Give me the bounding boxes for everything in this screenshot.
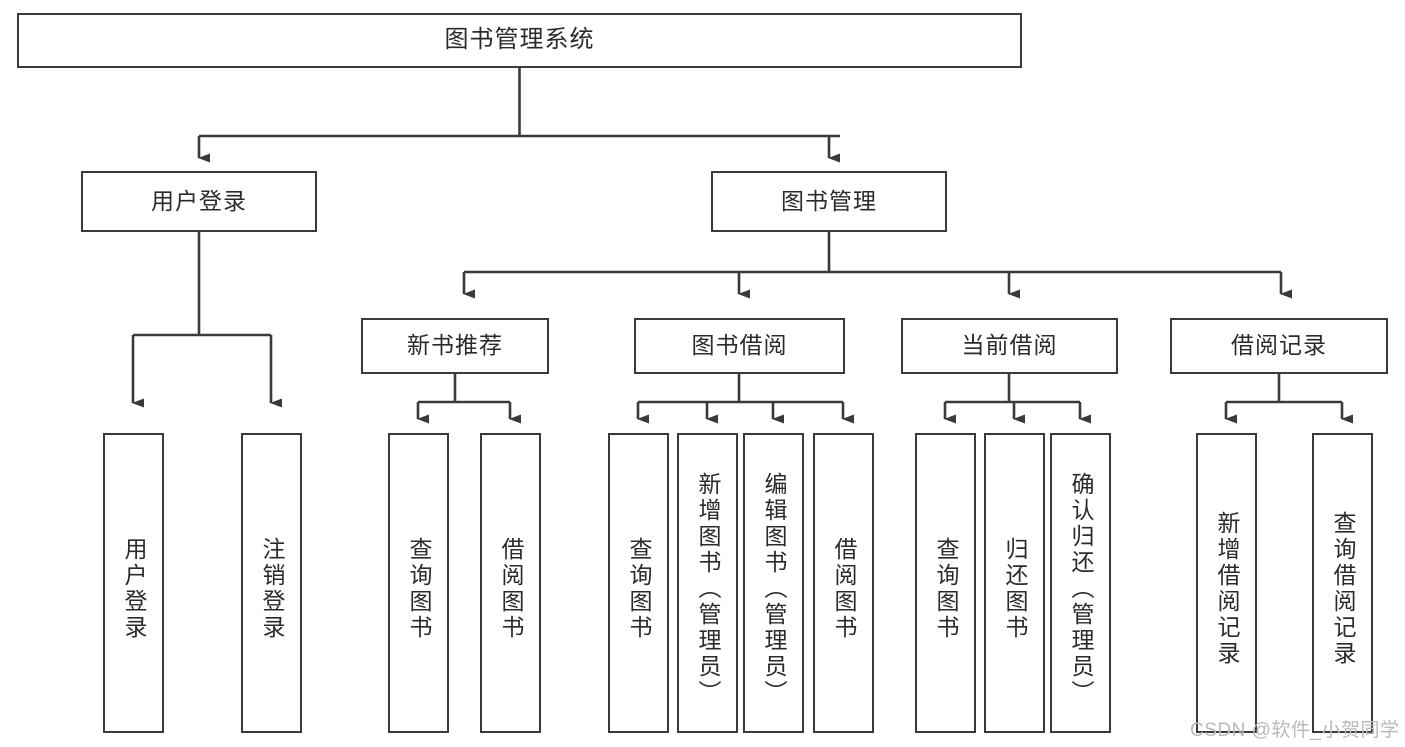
- node-label: 图书管理系统: [444, 26, 595, 54]
- node-label: 用户登录: [121, 537, 147, 641]
- leaf-logout[interactable]: 注销登录: [241, 433, 302, 733]
- node-book-management[interactable]: 图书管理: [711, 171, 947, 232]
- node-label: 图书借阅: [691, 332, 788, 359]
- leaf-add-borrow-record[interactable]: 新增借阅记录: [1196, 433, 1257, 733]
- node-borrow-records[interactable]: 借阅记录: [1170, 318, 1388, 374]
- node-label: 借阅图书: [831, 537, 857, 641]
- node-label: 编辑图书（管理员）: [761, 472, 787, 706]
- node-current-borrowing[interactable]: 当前借阅: [901, 318, 1118, 374]
- leaf-confirm-return-admin[interactable]: 确认归还（管理员）: [1050, 433, 1111, 733]
- node-label: 图书管理: [781, 187, 877, 214]
- node-label: 注销登录: [259, 537, 285, 641]
- node-user-login[interactable]: 用户登录: [81, 171, 317, 232]
- node-label: 新增借阅记录: [1214, 511, 1240, 667]
- node-book-borrowing[interactable]: 图书借阅: [634, 318, 845, 374]
- node-label: 查询图书: [406, 537, 432, 641]
- leaf-borrow-book[interactable]: 借阅图书: [813, 433, 874, 733]
- leaf-edit-book-admin[interactable]: 编辑图书（管理员）: [743, 433, 804, 733]
- node-label: 新书推荐: [407, 332, 503, 359]
- leaf-query-book-current[interactable]: 查询图书: [915, 433, 976, 733]
- node-label: 借阅图书: [498, 537, 524, 641]
- leaf-query-book-borrow[interactable]: 查询图书: [608, 433, 669, 733]
- node-label: 查询借阅记录: [1330, 511, 1356, 667]
- node-root-book-management-system[interactable]: 图书管理系统: [17, 13, 1022, 68]
- node-label: 确认归还（管理员）: [1068, 472, 1094, 706]
- watermark-csdn: CSDN @软件_小贺同学: [1190, 720, 1400, 741]
- leaf-borrow-book-recommend[interactable]: 借阅图书: [480, 433, 541, 733]
- leaf-return-book[interactable]: 归还图书: [984, 433, 1045, 733]
- leaf-add-book-admin[interactable]: 新增图书（管理员）: [677, 433, 738, 733]
- node-label: 查询图书: [626, 537, 652, 641]
- node-new-book-recommendation[interactable]: 新书推荐: [361, 318, 549, 374]
- node-label: 归还图书: [1002, 537, 1028, 641]
- leaf-query-book-recommend[interactable]: 查询图书: [388, 433, 449, 733]
- leaf-query-borrow-record[interactable]: 查询借阅记录: [1312, 433, 1373, 733]
- node-label: 借阅记录: [1231, 332, 1327, 359]
- leaf-user-login[interactable]: 用户登录: [103, 433, 164, 733]
- node-label: 新增图书（管理员）: [695, 472, 721, 706]
- node-label: 当前借阅: [961, 332, 1058, 359]
- node-label: 查询图书: [933, 537, 959, 641]
- node-label: 用户登录: [151, 187, 247, 214]
